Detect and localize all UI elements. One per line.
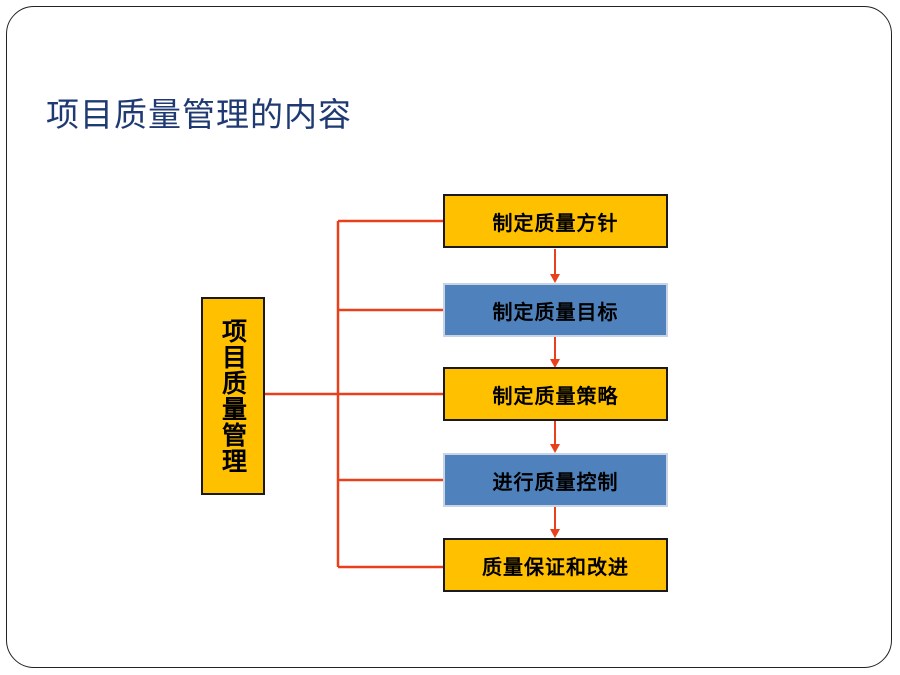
step-node-1: 制定质量方针: [443, 194, 668, 248]
step-node-2: 制定质量目标: [443, 283, 668, 337]
arrow-3-head: [550, 444, 560, 453]
arrow-4-head: [550, 529, 560, 538]
root-node-label: 项目质量管理: [218, 318, 248, 474]
root-node-box: 项目质量管理: [201, 297, 265, 495]
step-node-4: 进行质量控制: [443, 453, 668, 507]
arrow-2-head: [550, 359, 560, 368]
step-node-3: 制定质量策略: [443, 367, 668, 421]
step-node-5: 质量保证和改进: [443, 538, 668, 592]
arrow-1-head: [550, 274, 560, 283]
slide-title: 项目质量管理的内容: [46, 95, 352, 134]
